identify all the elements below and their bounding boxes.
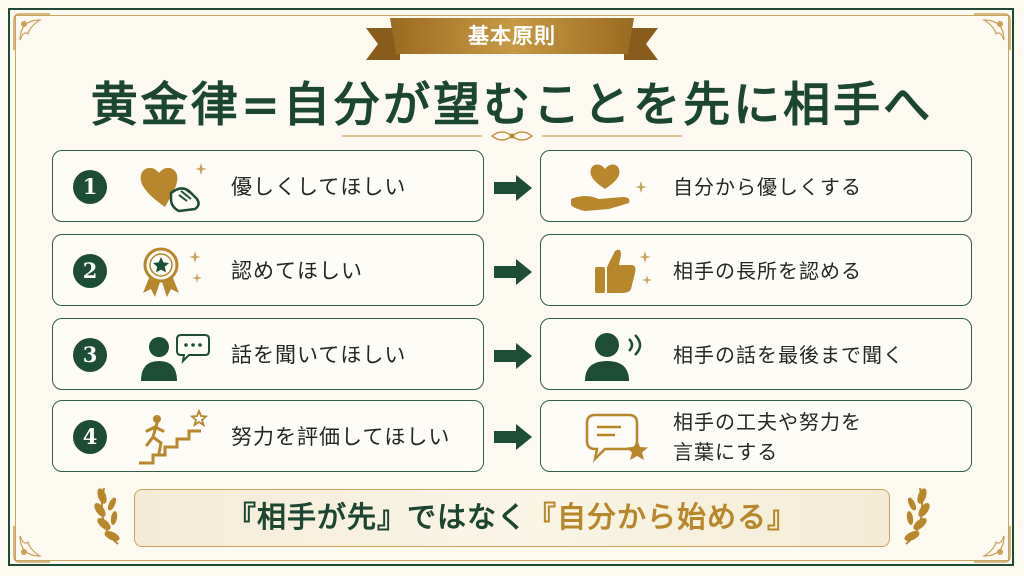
bottom-banner: 『相手が先』ではなく『自分から始める』 bbox=[134, 489, 890, 547]
ribbon-label: 基本原則 bbox=[468, 24, 556, 48]
right-card-text: 自分から優しくする bbox=[673, 175, 862, 199]
speech-bubble-star-icon bbox=[585, 413, 648, 463]
right-card-4: 相手の工夫や努力を 言葉にする bbox=[540, 400, 972, 472]
arrow-right-icon bbox=[494, 343, 532, 369]
right-card-1: 自分から優しくする bbox=[540, 150, 972, 222]
header-ribbon: 基本原則 bbox=[366, 10, 658, 66]
arrow-right-icon bbox=[494, 424, 532, 450]
person-speech-icon bbox=[141, 334, 210, 381]
row-number-badge: 3 bbox=[73, 338, 107, 372]
arrow-right-icon bbox=[494, 175, 532, 201]
inner-frame bbox=[15, 15, 1009, 561]
title-divider-ornament-icon bbox=[342, 131, 682, 141]
row-number-badge: 4 bbox=[73, 420, 107, 454]
left-card-text: 認めてほしい bbox=[231, 259, 363, 283]
right-card-text: 相手の工夫や努力を 言葉にする bbox=[673, 410, 862, 464]
outer-frame bbox=[8, 8, 1014, 566]
left-card-4: 4 努力を評価してほしい bbox=[52, 400, 484, 472]
heart-in-palm-icon bbox=[571, 164, 647, 211]
thumbs-up-icon bbox=[595, 249, 652, 293]
right-card-2: 相手の長所を認める bbox=[540, 234, 972, 306]
banner-text-part2: 『自分から始める』 bbox=[527, 500, 798, 534]
laurel-right-icon bbox=[904, 487, 930, 545]
heart-hand-icon bbox=[140, 163, 207, 213]
arrow-right-icon bbox=[494, 259, 532, 285]
left-card-text: 話を聞いてほしい bbox=[231, 343, 407, 367]
right-card-text: 相手の長所を認める bbox=[673, 259, 862, 283]
right-card-3: 相手の話を最後まで聞く bbox=[540, 318, 972, 390]
corner-ornament-icon bbox=[974, 526, 1011, 563]
award-badge-icon bbox=[143, 247, 202, 297]
left-card-text: 努力を評価してほしい bbox=[231, 425, 451, 449]
person-listening-icon bbox=[585, 333, 642, 381]
stairs-climber-icon bbox=[139, 409, 209, 465]
laurel-left-icon bbox=[94, 487, 120, 545]
row-number-badge: 1 bbox=[73, 170, 107, 204]
page-title: 黄金律=自分が望むことを先に相手へ bbox=[90, 78, 934, 133]
right-card-text: 相手の話を最後まで聞く bbox=[673, 343, 904, 367]
corner-ornament-icon bbox=[974, 13, 1011, 50]
left-card-1: 1 優しくしてほしい bbox=[52, 150, 484, 222]
ribbon-icon bbox=[366, 18, 658, 60]
row-number-badge: 2 bbox=[73, 254, 107, 288]
left-card-3: 3 話を聞いてほしい bbox=[52, 318, 484, 390]
left-card-2: 2 認めてほしい bbox=[52, 234, 484, 306]
banner-text-part1: 『相手が先』ではなく bbox=[226, 500, 527, 534]
corner-ornament-icon bbox=[13, 526, 50, 563]
corner-ornament-icon bbox=[13, 13, 50, 50]
left-card-text: 優しくしてほしい bbox=[231, 175, 407, 199]
